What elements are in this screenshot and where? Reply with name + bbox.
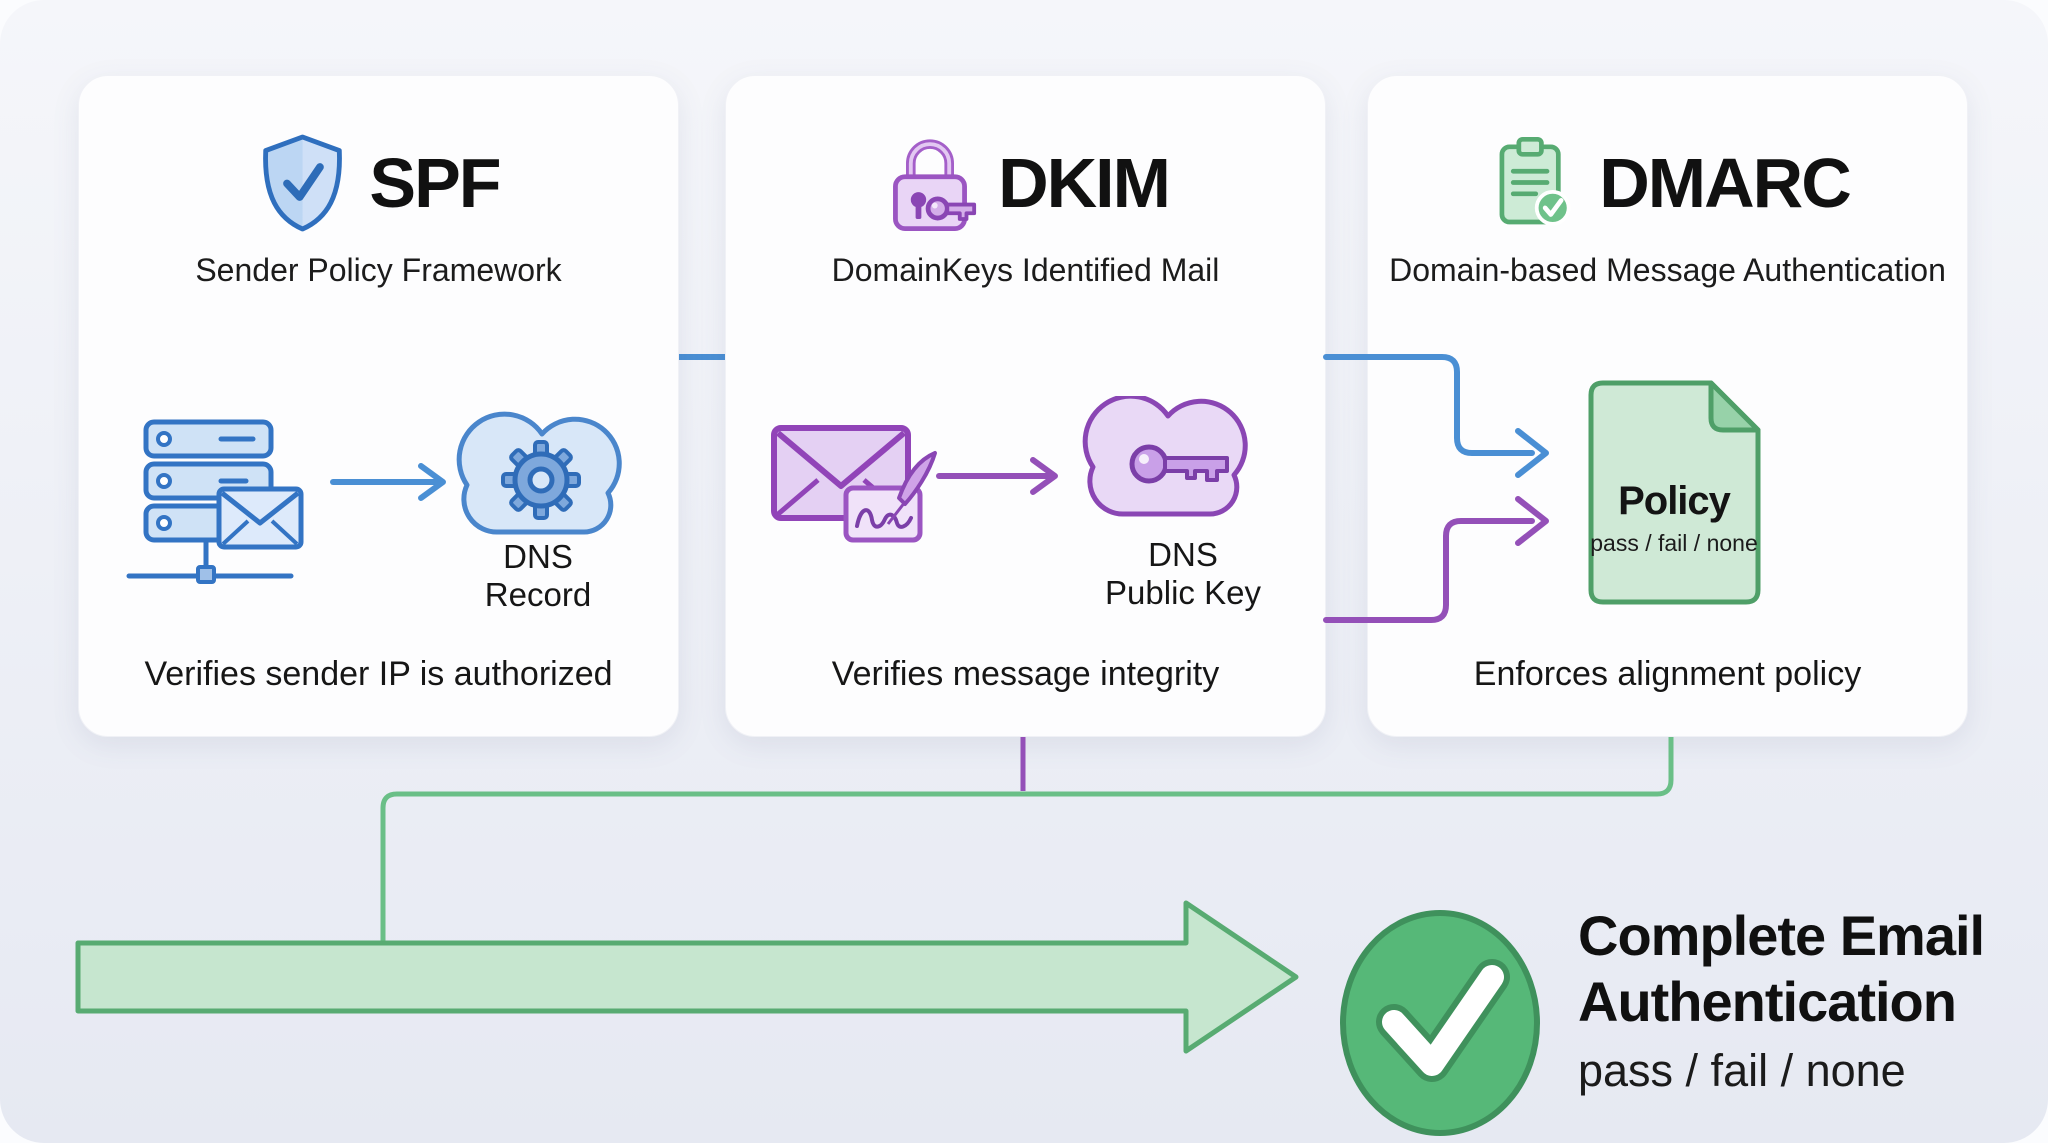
dkim-cloud-label-line1: DNS: [1148, 536, 1218, 573]
policy-title: Policy: [1618, 479, 1732, 523]
dmarc-title: DMARC: [1599, 144, 1852, 222]
dkim-title: DKIM: [998, 144, 1171, 222]
spf-flow-arrow-icon: [330, 463, 446, 501]
result-options: pass / fail / none: [1578, 1045, 1906, 1096]
dkim-card-header: DKIM: [726, 128, 1325, 238]
dkim-cloud-label-line2: Public Key: [1105, 574, 1261, 611]
padlock-key-icon: [893, 139, 977, 231]
dns-cloud-key-icon: [1082, 396, 1248, 517]
result-block: Complete Email Authentication pass / fai…: [1578, 903, 1985, 1097]
spf-title: SPF: [369, 144, 501, 222]
dmarc-card: DMARC Domain-based Message Authenticatio…: [1367, 75, 1968, 737]
result-title-line2: Authentication: [1578, 970, 1957, 1033]
policy-options: pass / fail / none: [1590, 530, 1758, 556]
result-flow-arrow: [75, 900, 1299, 1054]
spf-subtitle: Sender Policy Framework: [195, 252, 562, 288]
spf-card-header: SPF: [79, 128, 678, 238]
check-circle-icon: [1340, 910, 1540, 1136]
dmarc-caption: Enforces alignment policy: [1473, 655, 1862, 693]
spf-card: SPF Sender Policy Framework: [78, 75, 679, 737]
result-title-line1: Complete Email: [1578, 904, 1985, 967]
clipboard-check-icon: [1499, 136, 1571, 226]
dmarc-card-header: DMARC: [1368, 128, 1967, 238]
spf-cloud-label-line1: DNS: [503, 538, 573, 575]
signed-envelope-icon: [771, 425, 937, 543]
dmarc-to-arrow-connector: [380, 737, 1674, 941]
spf-illustration: DNS Record: [126, 411, 622, 613]
dkim-subtitle: DomainKeys Identified Mail: [831, 252, 1220, 288]
email-envelope-icon: [216, 486, 304, 550]
policy-document-icon: [1588, 380, 1761, 605]
spf-cloud-label-line2: Record: [485, 576, 591, 613]
dkim-caption: Verifies message integrity: [831, 655, 1220, 693]
dmarc-illustration: Policy pass / fail / none: [1588, 380, 1761, 605]
dkim-illustration: DNS Public Key: [771, 396, 1261, 611]
dkim-card: DKIM DomainKeys Identified Mail: [725, 75, 1326, 737]
shield-check-icon: [263, 134, 343, 232]
dmarc-subtitle: Domain-based Message Authentication: [1389, 252, 1946, 288]
spf-caption: Verifies sender IP is authorized: [144, 655, 613, 693]
dns-cloud-gear-icon: [456, 411, 622, 535]
dkim-flow-arrow-icon: [936, 457, 1058, 495]
